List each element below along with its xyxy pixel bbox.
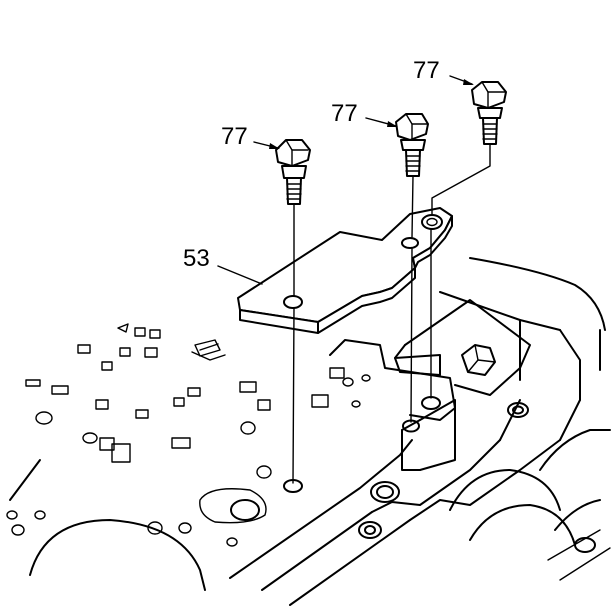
- alignment-lines: [292, 143, 491, 484]
- bolt-left: [275, 139, 311, 205]
- bolt-middle: [395, 113, 429, 177]
- separator-plate-openings: [6, 323, 371, 547]
- callout-bolt-right: 77: [413, 57, 440, 84]
- bolt-right: [471, 81, 507, 145]
- valve-body: [9, 257, 611, 606]
- callout-bolt-left: 77: [221, 123, 248, 150]
- bracket: [237, 207, 453, 334]
- callout-bracket: 53: [183, 245, 210, 272]
- callout-bolt-middle: 77: [331, 100, 358, 127]
- mounting-holes: [283, 396, 441, 493]
- leader-lines: [217, 75, 474, 285]
